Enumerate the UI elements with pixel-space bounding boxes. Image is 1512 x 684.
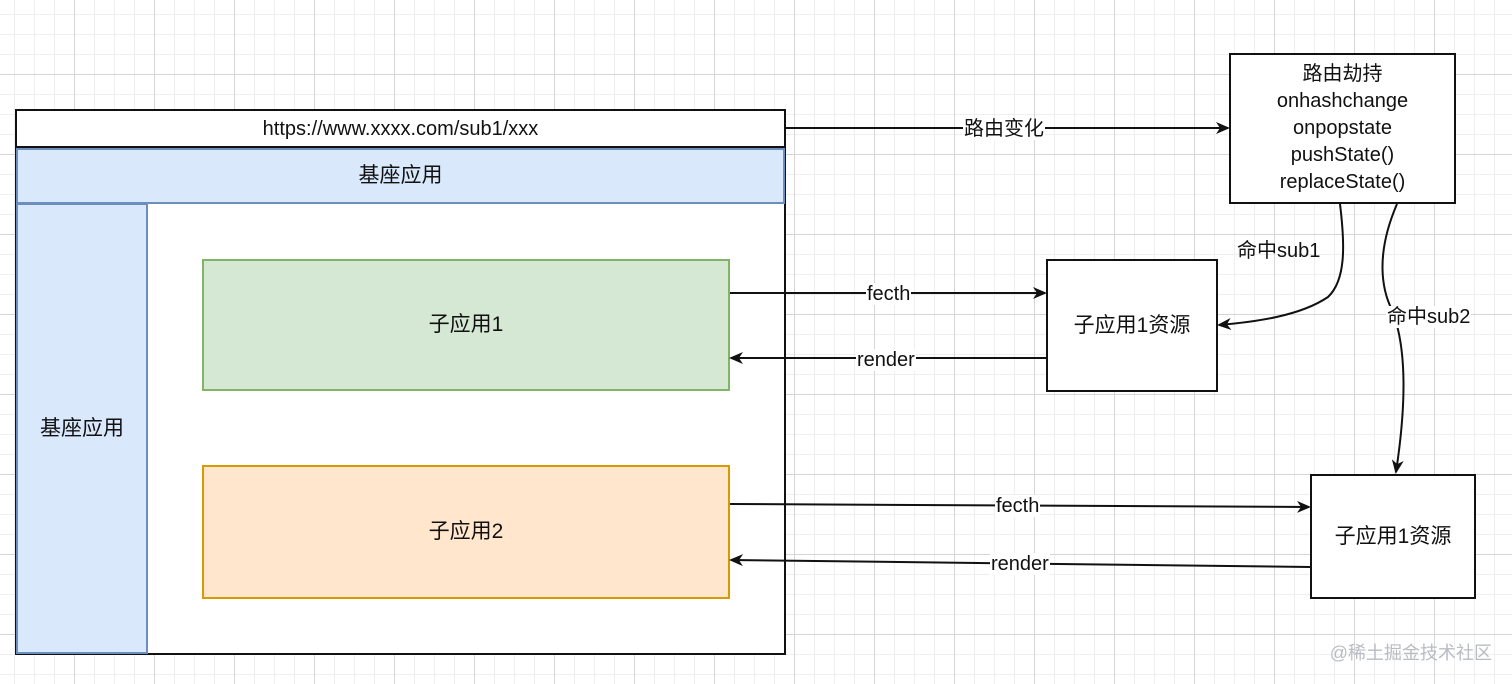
sub-app-2-box: 子应用2 <box>202 465 730 599</box>
base-app-sidebar: 基座应用 <box>16 203 148 654</box>
fetch-1-label: fecth <box>866 283 912 305</box>
sub-app-1-box: 子应用1 <box>202 259 730 391</box>
watermark: @稀土掘金技术社区 <box>1329 643 1492 663</box>
onpopstate-label: onpopstate <box>1293 117 1392 139</box>
base-app-header: 基座应用 <box>16 148 785 204</box>
route-hijack-box: 路由劫持 onhashchange onpopstate pushState()… <box>1229 53 1456 204</box>
hit-sub1-arrow <box>1217 203 1345 330</box>
replacestate-label: replaceState() <box>1279 171 1406 193</box>
route-hijack-title: 路由劫持 <box>1302 63 1383 85</box>
hit-sub2-label: 命中sub2 <box>1386 306 1472 328</box>
route-change-label: 路由变化 <box>963 118 1045 140</box>
pushstate-label: pushState() <box>1290 144 1395 166</box>
url-bar: https://www.xxxx.com/sub1/xxx <box>15 109 786 148</box>
render-1-label: render <box>856 349 916 371</box>
render-2-label: render <box>990 553 1050 575</box>
onhashchange-label: onhashchange <box>1276 90 1409 112</box>
hit-sub2-arrow <box>1381 203 1405 474</box>
fetch-2-label: fecth <box>995 495 1041 517</box>
sub-app-1-resource-box: 子应用1资源 <box>1046 259 1218 392</box>
sub-app-2-resource-box: 子应用1资源 <box>1310 474 1476 599</box>
hit-sub1-label: 命中sub1 <box>1237 240 1321 262</box>
